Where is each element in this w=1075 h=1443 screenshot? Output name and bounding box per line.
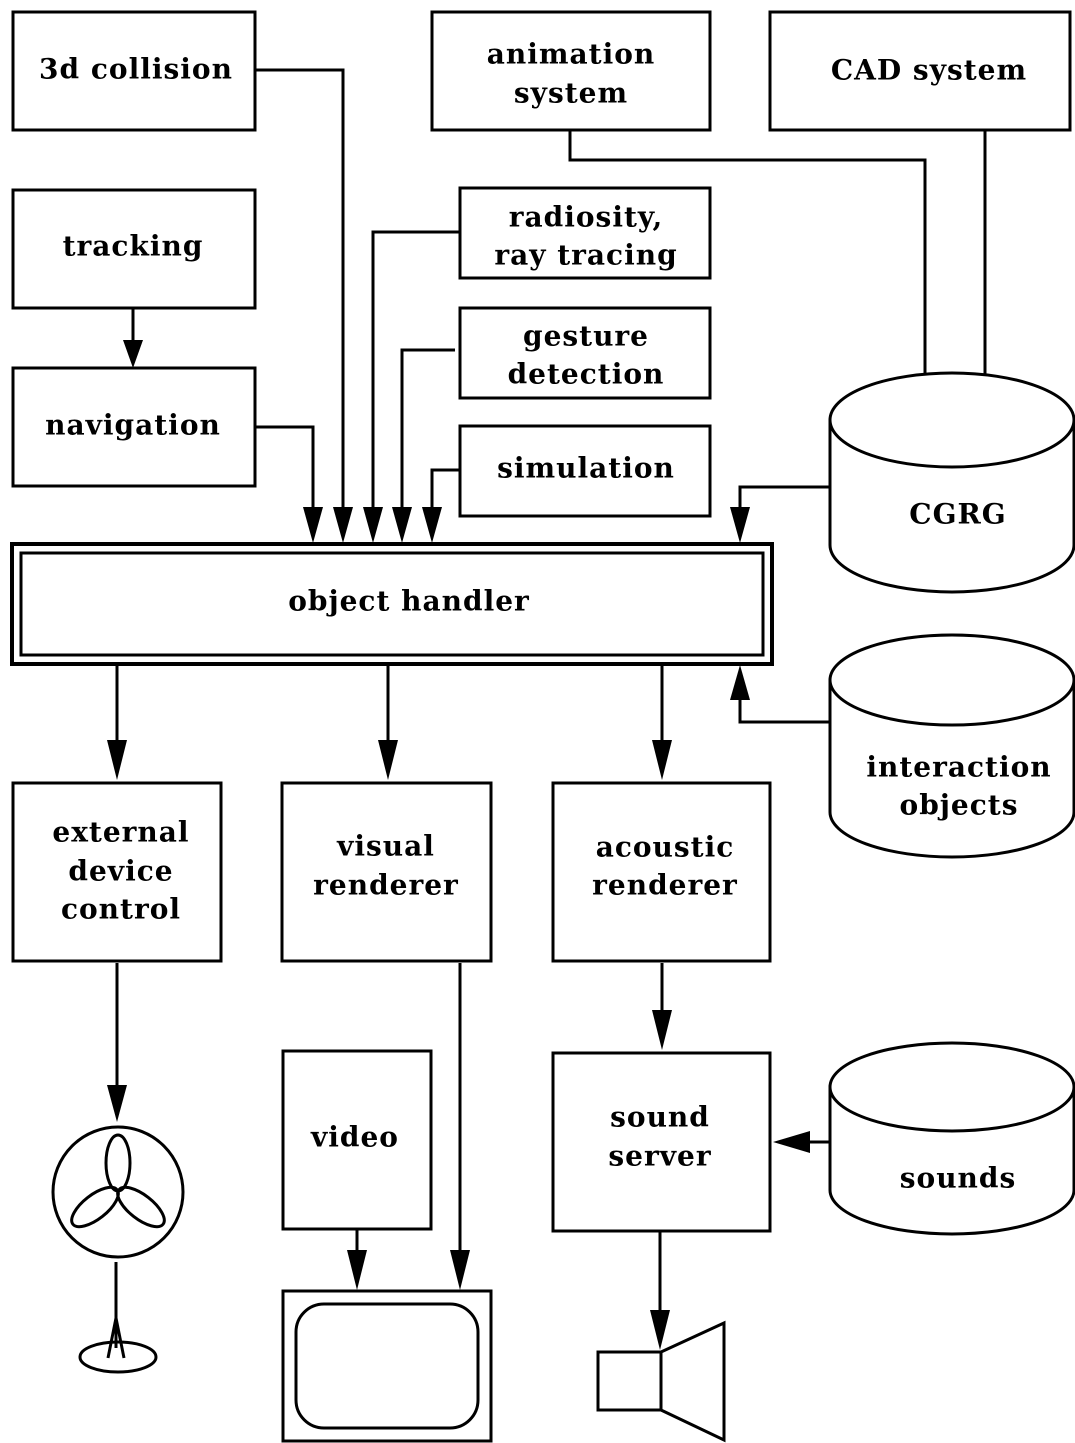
speaker-icon [596,1320,726,1443]
box-visual-renderer: visual renderer [280,781,493,963]
edge-animation-to-cgrg [568,130,927,398]
arrowhead-video [347,1250,367,1290]
arrowhead-visual-to-monitor [450,1250,470,1290]
arrowhead-speaker [650,1310,670,1350]
box-simulation: simulation [458,424,712,518]
edge-navigation-to-object-handler [255,425,315,507]
arrowhead-sounds [773,1131,810,1153]
database-cgrg: CGRG [828,371,1075,594]
label-animation-system-line2: system [514,77,628,110]
label-radiosity-line1: radiosity, [509,201,663,234]
box-object-handler: object handler [10,542,774,666]
arrowhead-cgrg-out [730,507,750,543]
arrowhead-interaction-objects [730,665,750,700]
box-tracking: tracking [11,188,257,310]
edge-gesture-to-object-handler [400,348,455,507]
edge-cgrg-to-object-handler [738,485,830,507]
label-cgrg: CGRG [909,498,1006,531]
label-interaction-objects-line1: interaction [866,751,1051,784]
connectors [115,68,987,1310]
arrowhead-external-device [107,740,127,780]
label-visual-renderer-line2: renderer [313,869,459,902]
box-radiosity-ray-tracing: radiosity, ray tracing [458,186,712,280]
label-external-device-line3: control [61,893,181,926]
label-navigation: navigation [45,409,221,442]
box-acoustic-renderer: acoustic renderer [551,781,772,963]
box-gesture-detection: gesture detection [458,306,712,400]
label-gesture-line1: gesture [523,320,649,353]
fan-icon [51,1125,185,1374]
arrowhead-gesture [392,507,412,543]
label-acoustic-renderer-line1: acoustic [596,831,735,864]
box-video: video [281,1049,433,1231]
arrowhead-sound-server [652,1010,672,1050]
label-sounds: sounds [900,1162,1017,1195]
label-radiosity-line2: ray tracing [494,239,677,272]
edge-3d-collision-to-object-handler [255,68,345,507]
edge-simulation-to-object-handler [430,468,460,507]
label-tracking: tracking [63,230,204,263]
box-animation-system: animation system [430,10,712,132]
label-interaction-objects-line2: objects [900,789,1019,822]
arrowhead-acoustic-renderer [652,740,672,780]
database-interaction-objects: interaction objects [828,633,1075,859]
arrowhead-tracking [123,340,143,368]
label-gesture-line2: detection [508,358,665,391]
label-visual-renderer-line1: visual [336,830,435,863]
box-navigation: navigation [11,366,257,488]
label-video: video [310,1121,399,1154]
box-cad-system: CAD system [768,10,1072,132]
label-simulation: simulation [497,452,675,485]
arrowhead-simulation [422,507,442,543]
label-acoustic-renderer-line2: renderer [592,869,738,902]
arrowhead-fan [107,1085,127,1122]
edge-interaction-objects-to-object-handler [738,695,830,724]
label-external-device-line1: external [52,816,189,849]
label-sound-server-line2: server [608,1140,711,1173]
arrowhead-radiosity [363,507,383,543]
arrowhead-visual-renderer [378,740,398,780]
label-animation-system-line1: animation [487,38,656,71]
edge-radiosity-to-object-handler [371,230,460,507]
monitor-icon [281,1289,493,1443]
box-sound-server: sound server [551,1051,772,1233]
label-cad-system: CAD system [831,54,1027,87]
label-external-device-line2: device [68,855,173,888]
label-sound-server-line1: sound [610,1101,710,1134]
arrowhead-3d-collision [333,507,353,543]
arrowhead-navigation [303,507,323,543]
database-sounds: sounds [828,1041,1075,1236]
label-object-handler: object handler [288,585,530,618]
label-3d-collision: 3d collision [39,53,233,86]
box-external-device-control: external device control [11,781,223,963]
box-3d-collision: 3d collision [11,10,257,132]
